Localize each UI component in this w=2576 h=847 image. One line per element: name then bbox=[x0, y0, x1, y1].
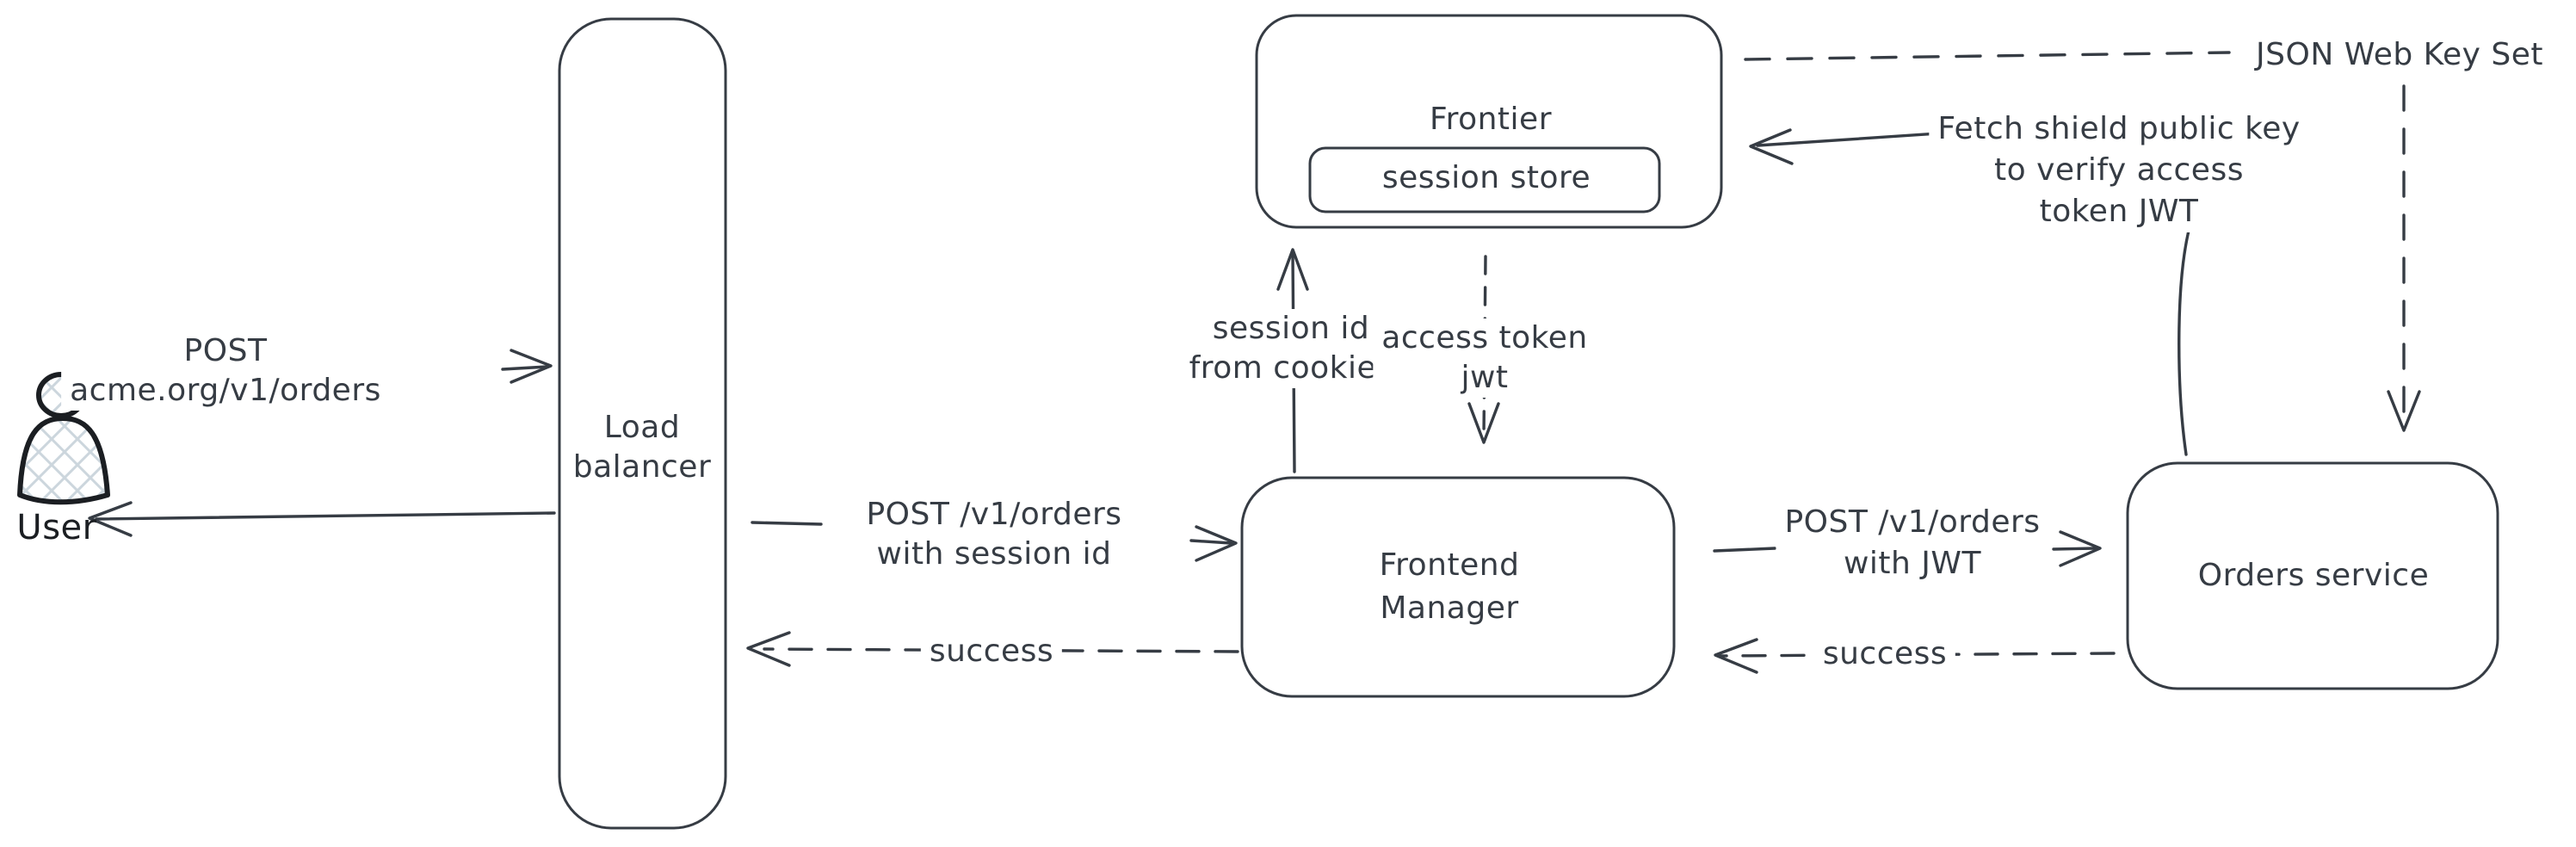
load-balancer-box bbox=[558, 17, 727, 830]
load-balancer-label-line1: Load bbox=[603, 410, 681, 445]
edge-label-fm-to-frontier: session id from cookies bbox=[1180, 309, 1402, 388]
user-label: User bbox=[16, 508, 96, 547]
edge-label-line: acme.org/v1/orders bbox=[70, 373, 381, 408]
edge-label-fetch-public-key: Fetch shield public key to verify access… bbox=[1929, 108, 2309, 232]
frontier-label: Frontier bbox=[1430, 100, 1552, 139]
frontier-label-text: Frontier bbox=[1429, 102, 1553, 137]
edge-label-line: JSON Web Key Set bbox=[2256, 37, 2543, 72]
edge-label-line: POST bbox=[183, 333, 268, 368]
edge-label-line: session id bbox=[1212, 311, 1370, 346]
user-label-text: User bbox=[16, 508, 97, 547]
edge-label-line: with session id bbox=[876, 536, 1112, 572]
orders-service-label: Orders service bbox=[2198, 556, 2429, 596]
edge-label-line: with JWT bbox=[1843, 546, 1982, 581]
edge-label-line: jwt bbox=[1461, 360, 1509, 395]
edge-label-line: to verify access bbox=[1994, 152, 2244, 188]
orders-service-box bbox=[2126, 461, 2499, 690]
arrowhead-down-icon bbox=[2387, 390, 2421, 432]
edge-label-line: access token bbox=[1381, 320, 1588, 355]
edge-label-user-to-lb: POST acme.org/v1/orders bbox=[61, 331, 390, 411]
arrow-lb-to-user bbox=[88, 501, 556, 537]
frontend-manager-label-line2: Manager bbox=[1380, 590, 1519, 626]
load-balancer-label: Load balancer bbox=[573, 408, 712, 487]
frontend-manager-label-line1: Frontend bbox=[1379, 547, 1520, 583]
edge-label-line: POST /v1/orders bbox=[1784, 504, 2041, 540]
arrowhead-left-icon bbox=[746, 631, 791, 667]
arrowhead-right-icon bbox=[1195, 525, 1238, 562]
edge-label-line: POST /v1/orders bbox=[866, 497, 1122, 532]
arrow-fm-to-orders bbox=[1713, 530, 2102, 567]
session-store-label-text: session store bbox=[1381, 160, 1591, 195]
edge-label-line: success bbox=[929, 634, 1054, 669]
edge-label-line: token JWT bbox=[2039, 194, 2199, 229]
arrowhead-down-icon bbox=[1467, 402, 1500, 444]
frontend-manager-box bbox=[1240, 476, 1676, 698]
edge-label-orders-to-fm-success: success bbox=[1813, 634, 1956, 674]
user-body bbox=[17, 416, 110, 505]
arrowhead-left-icon bbox=[1749, 128, 1794, 165]
arrow-lb-to-fm bbox=[751, 521, 1238, 562]
arrowhead-left-icon bbox=[1714, 638, 1758, 674]
arrowhead-up-icon bbox=[1276, 248, 1309, 291]
dashed-jwks-vertical bbox=[2387, 84, 2421, 432]
arrowhead-right-icon bbox=[2059, 530, 2102, 567]
edge-label-fm-to-orders: POST /v1/orders with JWT bbox=[1776, 502, 2049, 584]
edge-label-line: from cookies bbox=[1189, 350, 1393, 386]
orders-service-label-text: Orders service bbox=[2197, 558, 2430, 593]
edge-label-line: success bbox=[1822, 636, 1948, 671]
load-balancer-label-line2: balancer bbox=[572, 449, 712, 485]
edge-label-fm-to-lb-success: success bbox=[920, 632, 1063, 671]
session-store-box bbox=[1308, 146, 1661, 213]
arrowhead-left-icon bbox=[88, 501, 133, 537]
edge-label-line: Fetch shield public key bbox=[1937, 111, 2301, 146]
frontend-manager-label: Frontend Manager bbox=[1380, 544, 1520, 630]
edge-label-jwks: JSON Web Key Set bbox=[2256, 35, 2543, 75]
edge-label-frontier-to-fm: access token jwt bbox=[1373, 318, 1597, 398]
arrow-frontier-to-fm bbox=[1467, 255, 1500, 444]
edge-label-lb-to-fm: POST /v1/orders with session id bbox=[857, 495, 1131, 574]
dashed-jwks-horizontal bbox=[1744, 51, 2231, 61]
arrowhead-right-icon bbox=[510, 349, 553, 384]
session-store-label: session store bbox=[1382, 158, 1591, 198]
